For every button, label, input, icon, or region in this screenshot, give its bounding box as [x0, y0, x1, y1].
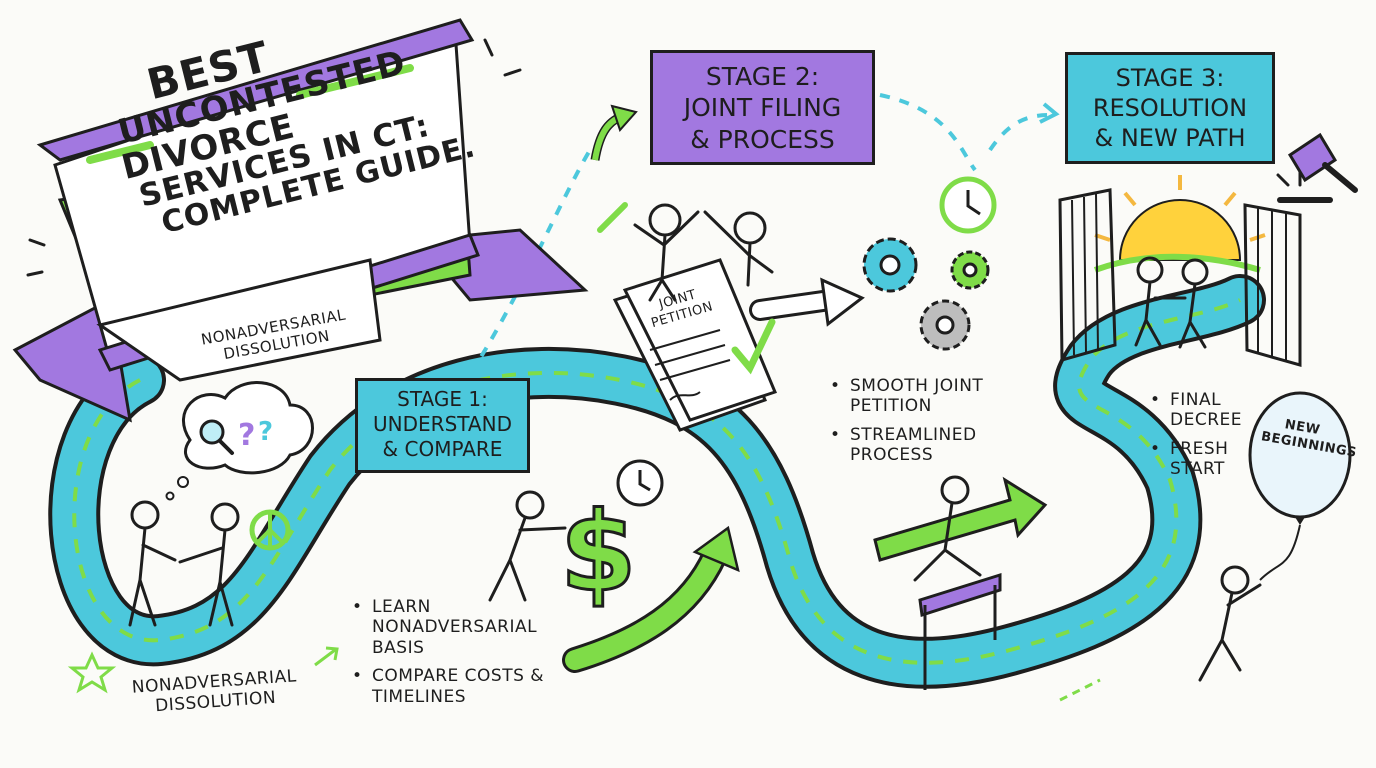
peace-sign-icon — [249, 509, 291, 551]
stage2-bullet: Streamlined Process — [830, 425, 1020, 466]
pushing-figure — [488, 490, 567, 602]
joint-petition-document — [612, 258, 778, 432]
arrow-icon — [314, 646, 339, 667]
stage1-line: Stage 1: — [397, 387, 488, 411]
gear-icon — [950, 250, 990, 290]
gate-icon — [1058, 188, 1302, 367]
balloon-icon — [1248, 391, 1352, 581]
pen-icon — [597, 202, 628, 233]
hill-line — [1093, 253, 1261, 273]
winding-road — [48, 274, 1266, 689]
highlight-stroke — [296, 64, 414, 99]
banner-ribbon — [12, 18, 589, 423]
search-icon — [199, 419, 234, 455]
stage1-line: Understand — [373, 412, 512, 436]
stage1-bullet: Learn Nonadversarial Basis — [352, 597, 552, 658]
question-mark-icon: ? — [238, 418, 255, 453]
stage3-line: & New Path — [1094, 124, 1246, 152]
dashed-connector-3 — [988, 113, 1051, 152]
question-mark-icon: ? — [258, 417, 273, 447]
sun-icon — [1094, 175, 1266, 261]
stage3-bullet: Fresh Start — [1150, 439, 1260, 480]
thought-bubble — [165, 381, 314, 501]
gear-icon — [919, 299, 971, 351]
check-mark-icon — [731, 318, 776, 375]
stage3-bullets: Final Decree Fresh Start — [1150, 390, 1260, 488]
stage2-bullet: Smooth Joint Petition — [830, 376, 1020, 417]
gavel-icon — [1277, 132, 1358, 203]
dashed-arrow-icon — [1059, 678, 1101, 702]
dashed-connector-2 — [879, 93, 977, 172]
clock-icon — [939, 176, 997, 234]
floating-figure — [1198, 565, 1262, 682]
process-arrow-icon — [749, 277, 865, 327]
growth-arrow-icon — [562, 525, 740, 673]
stage3-line: Stage 3: — [1115, 64, 1225, 92]
progress-arrow-icon — [873, 476, 1048, 562]
clock-icon — [616, 459, 664, 507]
gear-icon — [862, 237, 918, 293]
stage2-bullets: Smooth Joint Petition Streamlined Proces… — [830, 376, 1020, 474]
arrowhead-icon — [1039, 102, 1060, 124]
stage2-box: Stage 2: Joint Filing & Process — [650, 50, 875, 165]
stage3-box: Stage 3: Resolution & New Path — [1065, 52, 1275, 164]
hurdle-icon — [918, 572, 1002, 690]
stage2-line: Stage 2: — [705, 62, 820, 91]
stage1-bullets: Learn Nonadversarial Basis Compare Costs… — [352, 597, 552, 715]
highlight-stroke — [86, 141, 154, 164]
stage1-box: Stage 1: Understand & Compare — [355, 378, 530, 473]
dollar-sign-icon: $ — [560, 488, 637, 616]
dashed-connector-1 — [458, 148, 592, 392]
celebrating-figures — [633, 203, 774, 302]
stage3-bullet: Final Decree — [1150, 390, 1260, 431]
runner-figure — [913, 475, 982, 582]
handshake-figures — [128, 500, 240, 627]
stage2-line: Joint Filing — [683, 93, 842, 123]
stage3-line: Resolution — [1092, 94, 1248, 122]
walking-couple — [1134, 256, 1209, 349]
stage2-line: & Process — [690, 124, 835, 154]
green-arrow-icon — [590, 104, 638, 161]
stage1-bullet: Compare Costs & Timelines — [352, 666, 552, 707]
star-icon — [67, 651, 117, 694]
stage1-line: & Compare — [382, 437, 503, 461]
